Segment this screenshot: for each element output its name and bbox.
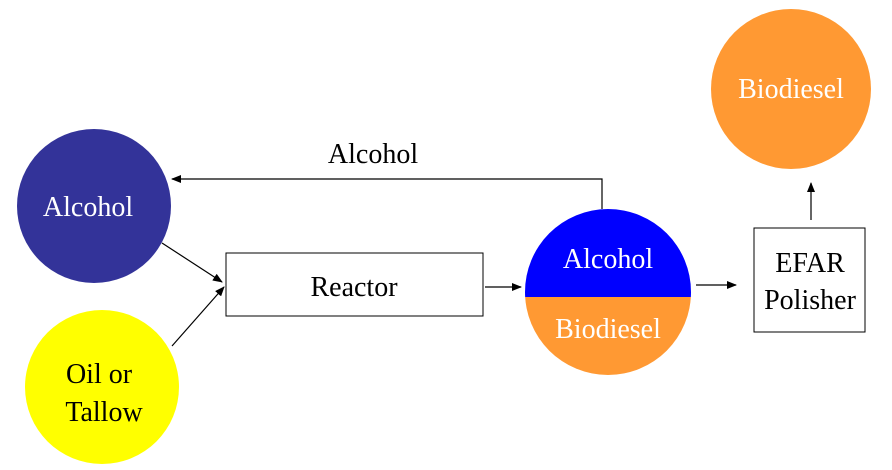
- oil-tallow-node: [25, 310, 179, 464]
- biodiesel-product-node: [711, 9, 871, 169]
- alcohol-source-label: Alcohol: [43, 192, 133, 223]
- alcohol-recycle-label: Alcohol: [328, 139, 418, 170]
- separator-alcohol-label: Alcohol: [563, 244, 653, 275]
- separator-biodiesel-phase: [525, 297, 691, 375]
- efar-polisher-label-line2: Polisher: [764, 285, 856, 316]
- separator-alcohol-phase: [525, 209, 691, 297]
- reactor-label: Reactor: [310, 272, 398, 303]
- arrow-alcohol-recycle: [171, 175, 603, 209]
- arrow-oil-to-reactor: [171, 286, 225, 347]
- efar-polisher-label-line1: EFAR: [775, 248, 845, 279]
- separator-biodiesel-label: Biodiesel: [555, 314, 661, 345]
- efar-polisher-box: [753, 227, 866, 333]
- alcohol-source-node: [17, 129, 171, 283]
- oil-tallow-label-line1: Oil or: [66, 359, 133, 390]
- biodiesel-product-label: Biodiesel: [738, 74, 844, 105]
- reactor-box: [225, 252, 484, 317]
- arrow-alcohol-to-reactor: [161, 242, 223, 283]
- oil-tallow-label-line2: Tallow: [65, 397, 143, 428]
